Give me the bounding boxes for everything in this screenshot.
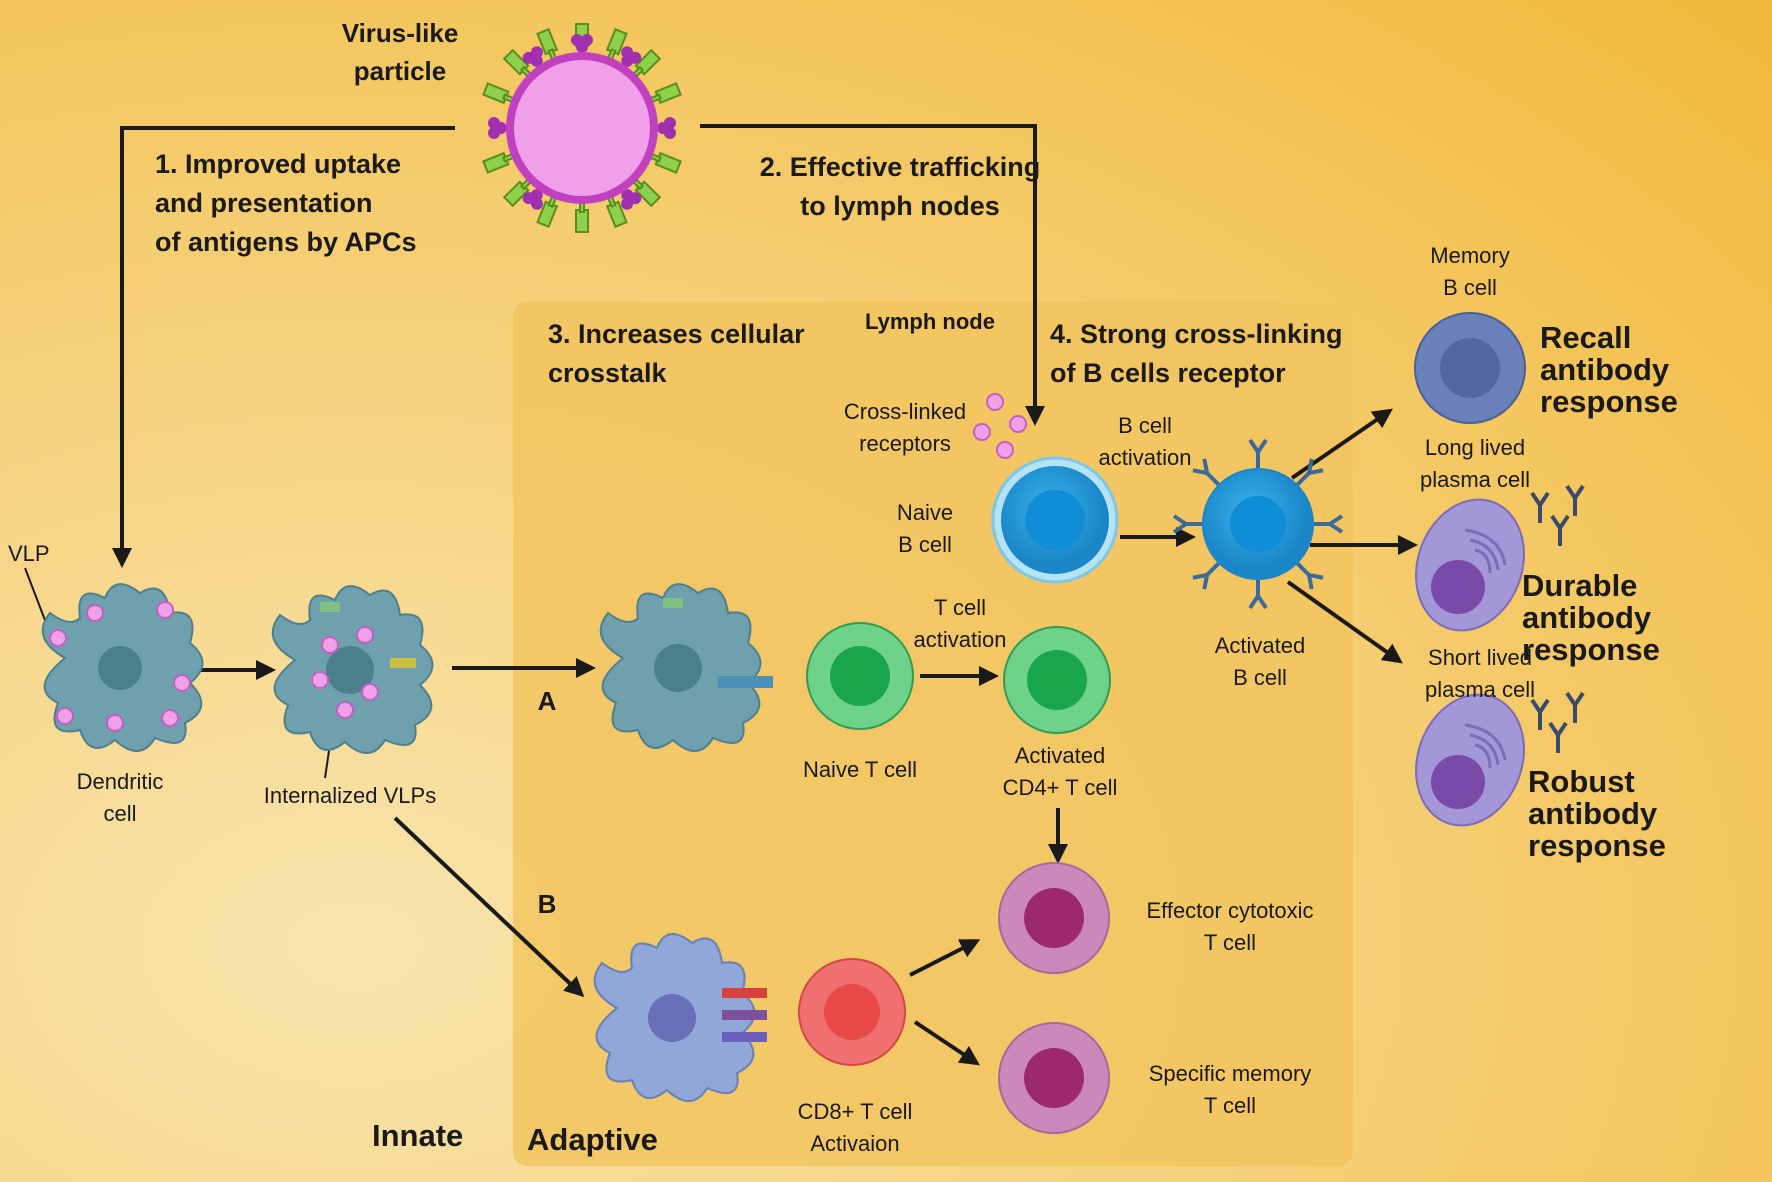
long-lived-plasma-cell xyxy=(1415,498,1525,632)
long-lived-plasma-label: Long lived plasma cell xyxy=(1419,435,1531,492)
cd8-activation-label: CD8+ T cell Activaion xyxy=(797,1099,913,1156)
dendritic-cell-2 xyxy=(271,585,434,755)
step-2-label: 2. Effective trafficking to lymph nodes xyxy=(759,152,1041,221)
arrow-step1 xyxy=(112,126,455,568)
specific-memory-t-cell xyxy=(998,1022,1110,1134)
secreted-antibodies xyxy=(1530,484,1585,753)
activated-cd4-label: Activated CD4+ T cell xyxy=(1002,743,1118,800)
internalized-vlps-label: Internalized VLPs xyxy=(263,783,437,808)
arrow-to-effector xyxy=(909,939,981,977)
b-cell-activation-label: B cell activation xyxy=(1098,413,1192,470)
naive-t-cell-label: Naive T cell xyxy=(802,757,918,782)
cd8-t-cell xyxy=(798,958,906,1066)
dendritic-cell-label: Dendritic cell xyxy=(76,769,164,826)
step-4-label: 4. Strong cross-linking of B cells recep… xyxy=(1050,319,1343,388)
innate-label: Innate xyxy=(372,1118,464,1153)
vlp-title: Virus-like particle xyxy=(341,18,459,86)
arrow-to-memory-b xyxy=(1290,408,1393,480)
durable-response-label: Durable antibody response xyxy=(1522,568,1660,667)
arrow-to-short-lived xyxy=(1286,580,1403,664)
cross-linked-receptors-label: Cross-linked receptors xyxy=(843,399,967,456)
adaptive-label: Adaptive xyxy=(527,1122,658,1157)
vlp-label: VLP xyxy=(8,541,50,566)
pathway-a-label: A xyxy=(537,686,557,716)
step-1-label: 1. Improved uptake and presentation of a… xyxy=(155,149,417,257)
activated-b-cell-label: Activated B cell xyxy=(1214,633,1306,690)
dendritic-cell-4 xyxy=(593,933,767,1103)
naive-b-cell xyxy=(991,456,1119,584)
arrow-step2 xyxy=(700,124,1045,426)
dendritic-cell-3 xyxy=(599,583,773,753)
effector-cytotoxic-t-cell xyxy=(998,862,1110,974)
vlp-particle xyxy=(482,23,682,233)
naive-t-cell xyxy=(806,622,914,730)
pathway-b-label: B xyxy=(537,889,557,919)
t-cell-activation-label: T cell activation xyxy=(913,595,1007,652)
activated-b-cell xyxy=(1172,438,1344,610)
cross-linked-vlps xyxy=(973,393,1027,459)
effector-t-cell-label: Effector cytotoxic T cell xyxy=(1146,898,1314,955)
recall-response-label: Recall antibody response xyxy=(1540,320,1678,419)
arrow-to-memory-t xyxy=(913,1020,980,1066)
arrow-b xyxy=(393,816,585,998)
vlp-pointer-line xyxy=(24,567,49,629)
lymph-node-label: Lymph node xyxy=(865,309,995,334)
short-lived-plasma-label: Short lived plasma cell xyxy=(1424,645,1536,702)
short-lived-plasma-cell xyxy=(1415,693,1525,827)
dendritic-cell-1 xyxy=(41,583,204,752)
activated-cd4-t-cell xyxy=(1003,626,1111,734)
lymph-node-box xyxy=(513,302,1353,1166)
memory-b-cell xyxy=(1414,312,1526,424)
memory-b-cell-label: Memory B cell xyxy=(1430,243,1510,300)
step-3-label: 3. Increases cellular crosstalk xyxy=(548,319,805,388)
naive-b-cell-label: Naive B cell xyxy=(896,500,954,557)
robust-response-label: Robust antibody response xyxy=(1528,764,1666,863)
memory-t-cell-label: Specific memory T cell xyxy=(1148,1061,1312,1118)
